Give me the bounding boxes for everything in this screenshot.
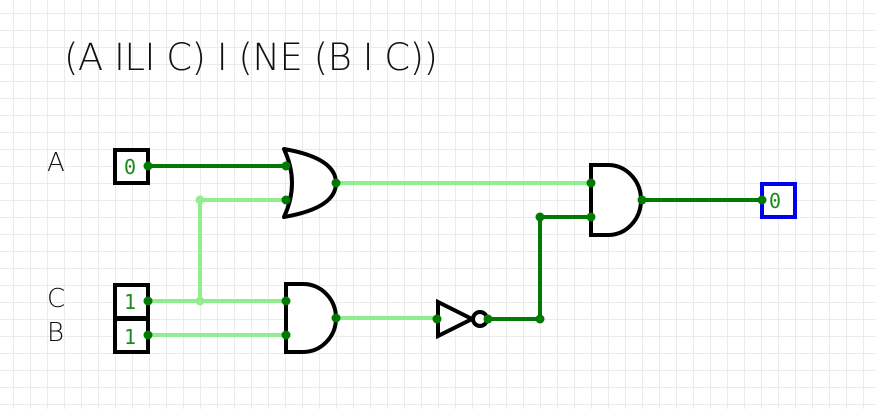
expression-title: (A ILI C) I (NE (B I C)) [64,36,438,79]
pin-b-out [143,330,153,340]
pin-not-out [483,314,493,324]
pin-and1-in2 [281,330,291,340]
pin-not-in [432,314,442,324]
wire-c-to-or[interactable] [198,198,286,301]
input-label-c: C [47,284,66,314]
not-gate[interactable] [436,298,477,340]
output-value: 0 [769,189,781,213]
and-gate-cb[interactable] [284,282,338,354]
pin-and2-in2 [586,212,596,222]
pin-and2-out [637,195,647,205]
wire-not-to-and[interactable] [487,215,590,321]
junction-c-split [195,296,205,306]
input-label-a: A [47,148,65,178]
pin-and2-in1 [586,178,596,188]
pin-and1-in1 [281,296,291,306]
output-display [760,182,797,219]
pin-or-in1 [281,161,291,171]
or-gate[interactable] [282,147,338,219]
junction-not-wire [535,314,545,324]
input-b-toggle[interactable] [113,317,150,354]
pin-or-in2 [281,195,291,205]
input-label-b: B [47,318,65,348]
input-c-value: 1 [124,290,136,314]
junction-c-corner [195,195,205,205]
pin-c-out [143,296,153,306]
input-b-value: 1 [124,325,136,349]
pin-output-in [757,195,767,205]
input-a-value: 0 [124,155,136,179]
and-gate-final[interactable] [589,163,643,237]
pin-a-out [143,161,153,171]
junction-and-in2 [535,212,545,222]
pin-or-out [331,178,341,188]
pin-and1-out [331,313,341,323]
